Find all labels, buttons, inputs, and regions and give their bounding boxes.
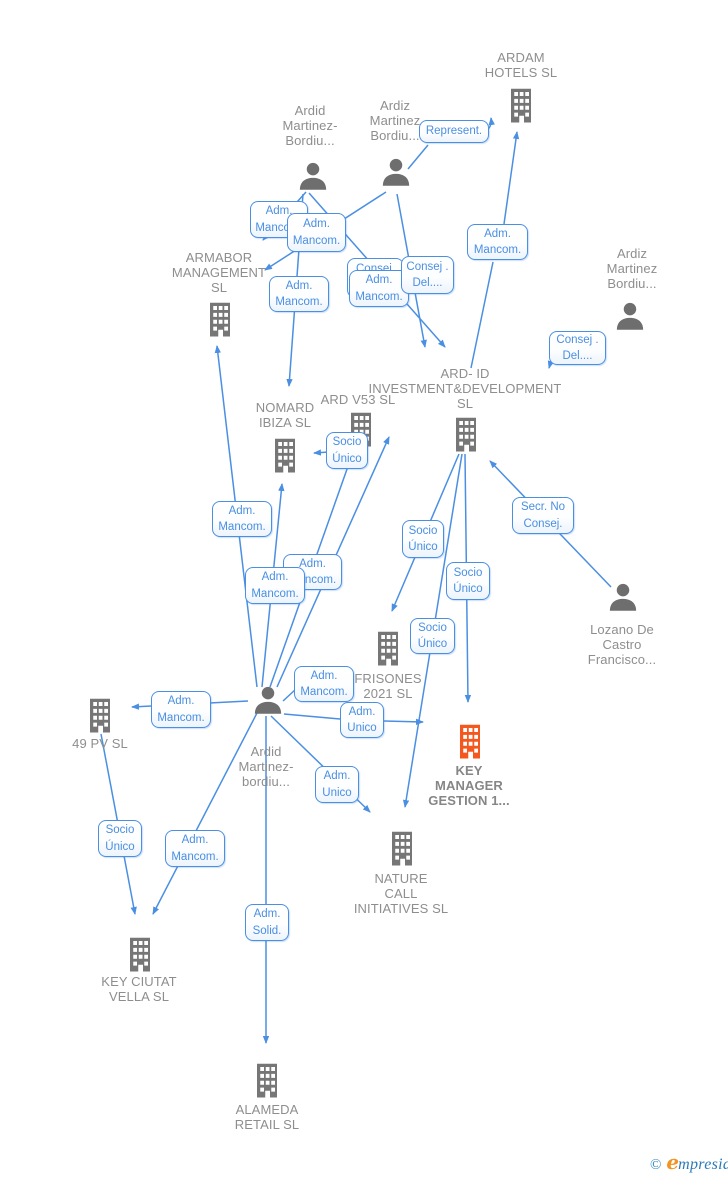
company-label-alameda[interactable]: ALAMEDA RETAIL SL xyxy=(234,1102,300,1133)
edge-label-ardid-inv-nature-socio-unico[interactable]: Socio Único xyxy=(410,618,455,654)
edge-label-ardiz-ardid-inv-consej-del[interactable]: Consej . Del.... xyxy=(401,256,454,294)
edge-label-ardid-inv-ardam-adm-mancom[interactable]: Adm. Mancom. xyxy=(467,224,528,260)
company-label-ard-id[interactable]: ARD- ID INVESTMENT&DEVELOPMENT SL xyxy=(368,366,562,412)
brand-text: mpresia xyxy=(678,1156,728,1173)
person-icon-lozano[interactable] xyxy=(608,583,638,611)
building-icon-49-pv[interactable] xyxy=(85,697,115,733)
edge-label-ardid-inv-key-manager-socio-unico[interactable]: Socio Único xyxy=(446,562,490,600)
person-label-ardiz-top[interactable]: Ardiz Martinez Bordiu... xyxy=(369,98,421,144)
edge-label-center-alameda-adm-solid[interactable]: Adm. Solid. xyxy=(245,904,289,941)
edge-label-ardiz-ardam-represent[interactable]: Represent. xyxy=(419,120,489,143)
building-icon-frisones[interactable] xyxy=(373,630,403,666)
person-icon-ardiz-right[interactable] xyxy=(615,302,645,330)
person-label-ardid-top[interactable]: Ardid Martinez- Bordiu... xyxy=(282,103,338,149)
company-label-armabor[interactable]: ARMABOR MANAGEMENT SL xyxy=(171,250,267,296)
copyright-icon: © xyxy=(650,1157,662,1173)
building-icon-key-ciutat[interactable] xyxy=(125,936,155,972)
edge-label-ardid-armabor-adm-mancom[interactable]: Adm. Mancom. xyxy=(250,201,308,238)
edge-label-ardid-inv-frisones-socio-unico[interactable]: Socio Único xyxy=(402,520,444,558)
building-icon-nomard[interactable] xyxy=(270,437,300,473)
company-label-ard-v53[interactable]: ARD V53 SL xyxy=(320,392,396,407)
building-icon-nature-call[interactable] xyxy=(387,830,417,866)
edge-label-center-frisones-adm-mancom[interactable]: Adm. Mancom. xyxy=(294,666,354,702)
edge-label-ardid-ardid-inv-adm-mancom[interactable]: Adm. Mancom. xyxy=(349,270,409,307)
company-label-49-pv[interactable]: 49 PV SL xyxy=(72,736,128,751)
edge-label-center-nomard-adm-mancom[interactable]: Adm. Mancom. xyxy=(245,567,305,604)
company-label-nomard[interactable]: NOMARD IBIZA SL xyxy=(255,400,315,431)
empresia-logo[interactable]: © e mpresia xyxy=(650,1150,728,1174)
edge-label-ardiz-armabor-adm-mancom[interactable]: Adm. Mancom. xyxy=(287,213,346,252)
person-label-lozano[interactable]: Lozano De Castro Francisco... xyxy=(587,622,657,668)
company-label-frisones[interactable]: FRISONES 2021 SL xyxy=(354,671,422,702)
edge-label-center-key-manager-adm-unico[interactable]: Adm. Unico xyxy=(340,702,384,738)
company-label-key-ciutat[interactable]: KEY CIUTAT VELLA SL xyxy=(101,974,177,1005)
person-icon-ardid-center[interactable] xyxy=(253,686,283,714)
person-icon-ardid-top[interactable] xyxy=(298,162,328,190)
building-icon-ard-id[interactable] xyxy=(451,416,481,452)
building-icon-armabor[interactable] xyxy=(205,301,235,337)
building-icon-ardam-hotels[interactable] xyxy=(506,87,536,123)
edge-label-center-49pv-adm-mancom[interactable]: Adm. Mancom. xyxy=(151,691,211,728)
building-icon-key-manager[interactable] xyxy=(455,723,485,759)
person-label-ardid-center[interactable]: Ardid Martinez- bordiu... xyxy=(238,744,294,790)
company-label-nature-call[interactable]: NATURE CALL INITIATIVES SL xyxy=(353,871,449,917)
edge-label-center-armabor-adm-mancom[interactable]: Adm. Mancom. xyxy=(212,501,272,537)
edge-label-center-key-ciutat-adm-mancom[interactable]: Adm. Mancom. xyxy=(165,830,225,867)
edge-label-lozano-ardid-inv-secr-no-consej[interactable]: Secr. No Consej. xyxy=(512,497,574,534)
edge-label-ard-v53-nomard-socio-unico[interactable]: Socio Único xyxy=(326,432,368,469)
company-label-key-manager[interactable]: KEY MANAGER GESTION 1... xyxy=(428,763,510,809)
edge-label-center-nature-adm-unico[interactable]: Adm. Unico xyxy=(315,766,359,803)
person-label-ardiz-right[interactable]: Ardiz Martinez Bordiu... xyxy=(606,246,658,292)
building-icon-alameda[interactable] xyxy=(252,1062,282,1098)
brand-letter-e: e xyxy=(666,1150,680,1174)
person-icon-ardiz-top[interactable] xyxy=(381,158,411,186)
edge-label-ardiz-right-consej-del[interactable]: Consej . Del.... xyxy=(549,331,606,365)
edge-label-49pv-key-ciutat-socio-unico[interactable]: Socio Único xyxy=(98,820,142,857)
edge-label-ardid-nomard-adm-mancom[interactable]: Adm. Mancom. xyxy=(269,276,329,312)
company-label-ardam-hotels[interactable]: ARDAM HOTELS SL xyxy=(484,50,558,81)
